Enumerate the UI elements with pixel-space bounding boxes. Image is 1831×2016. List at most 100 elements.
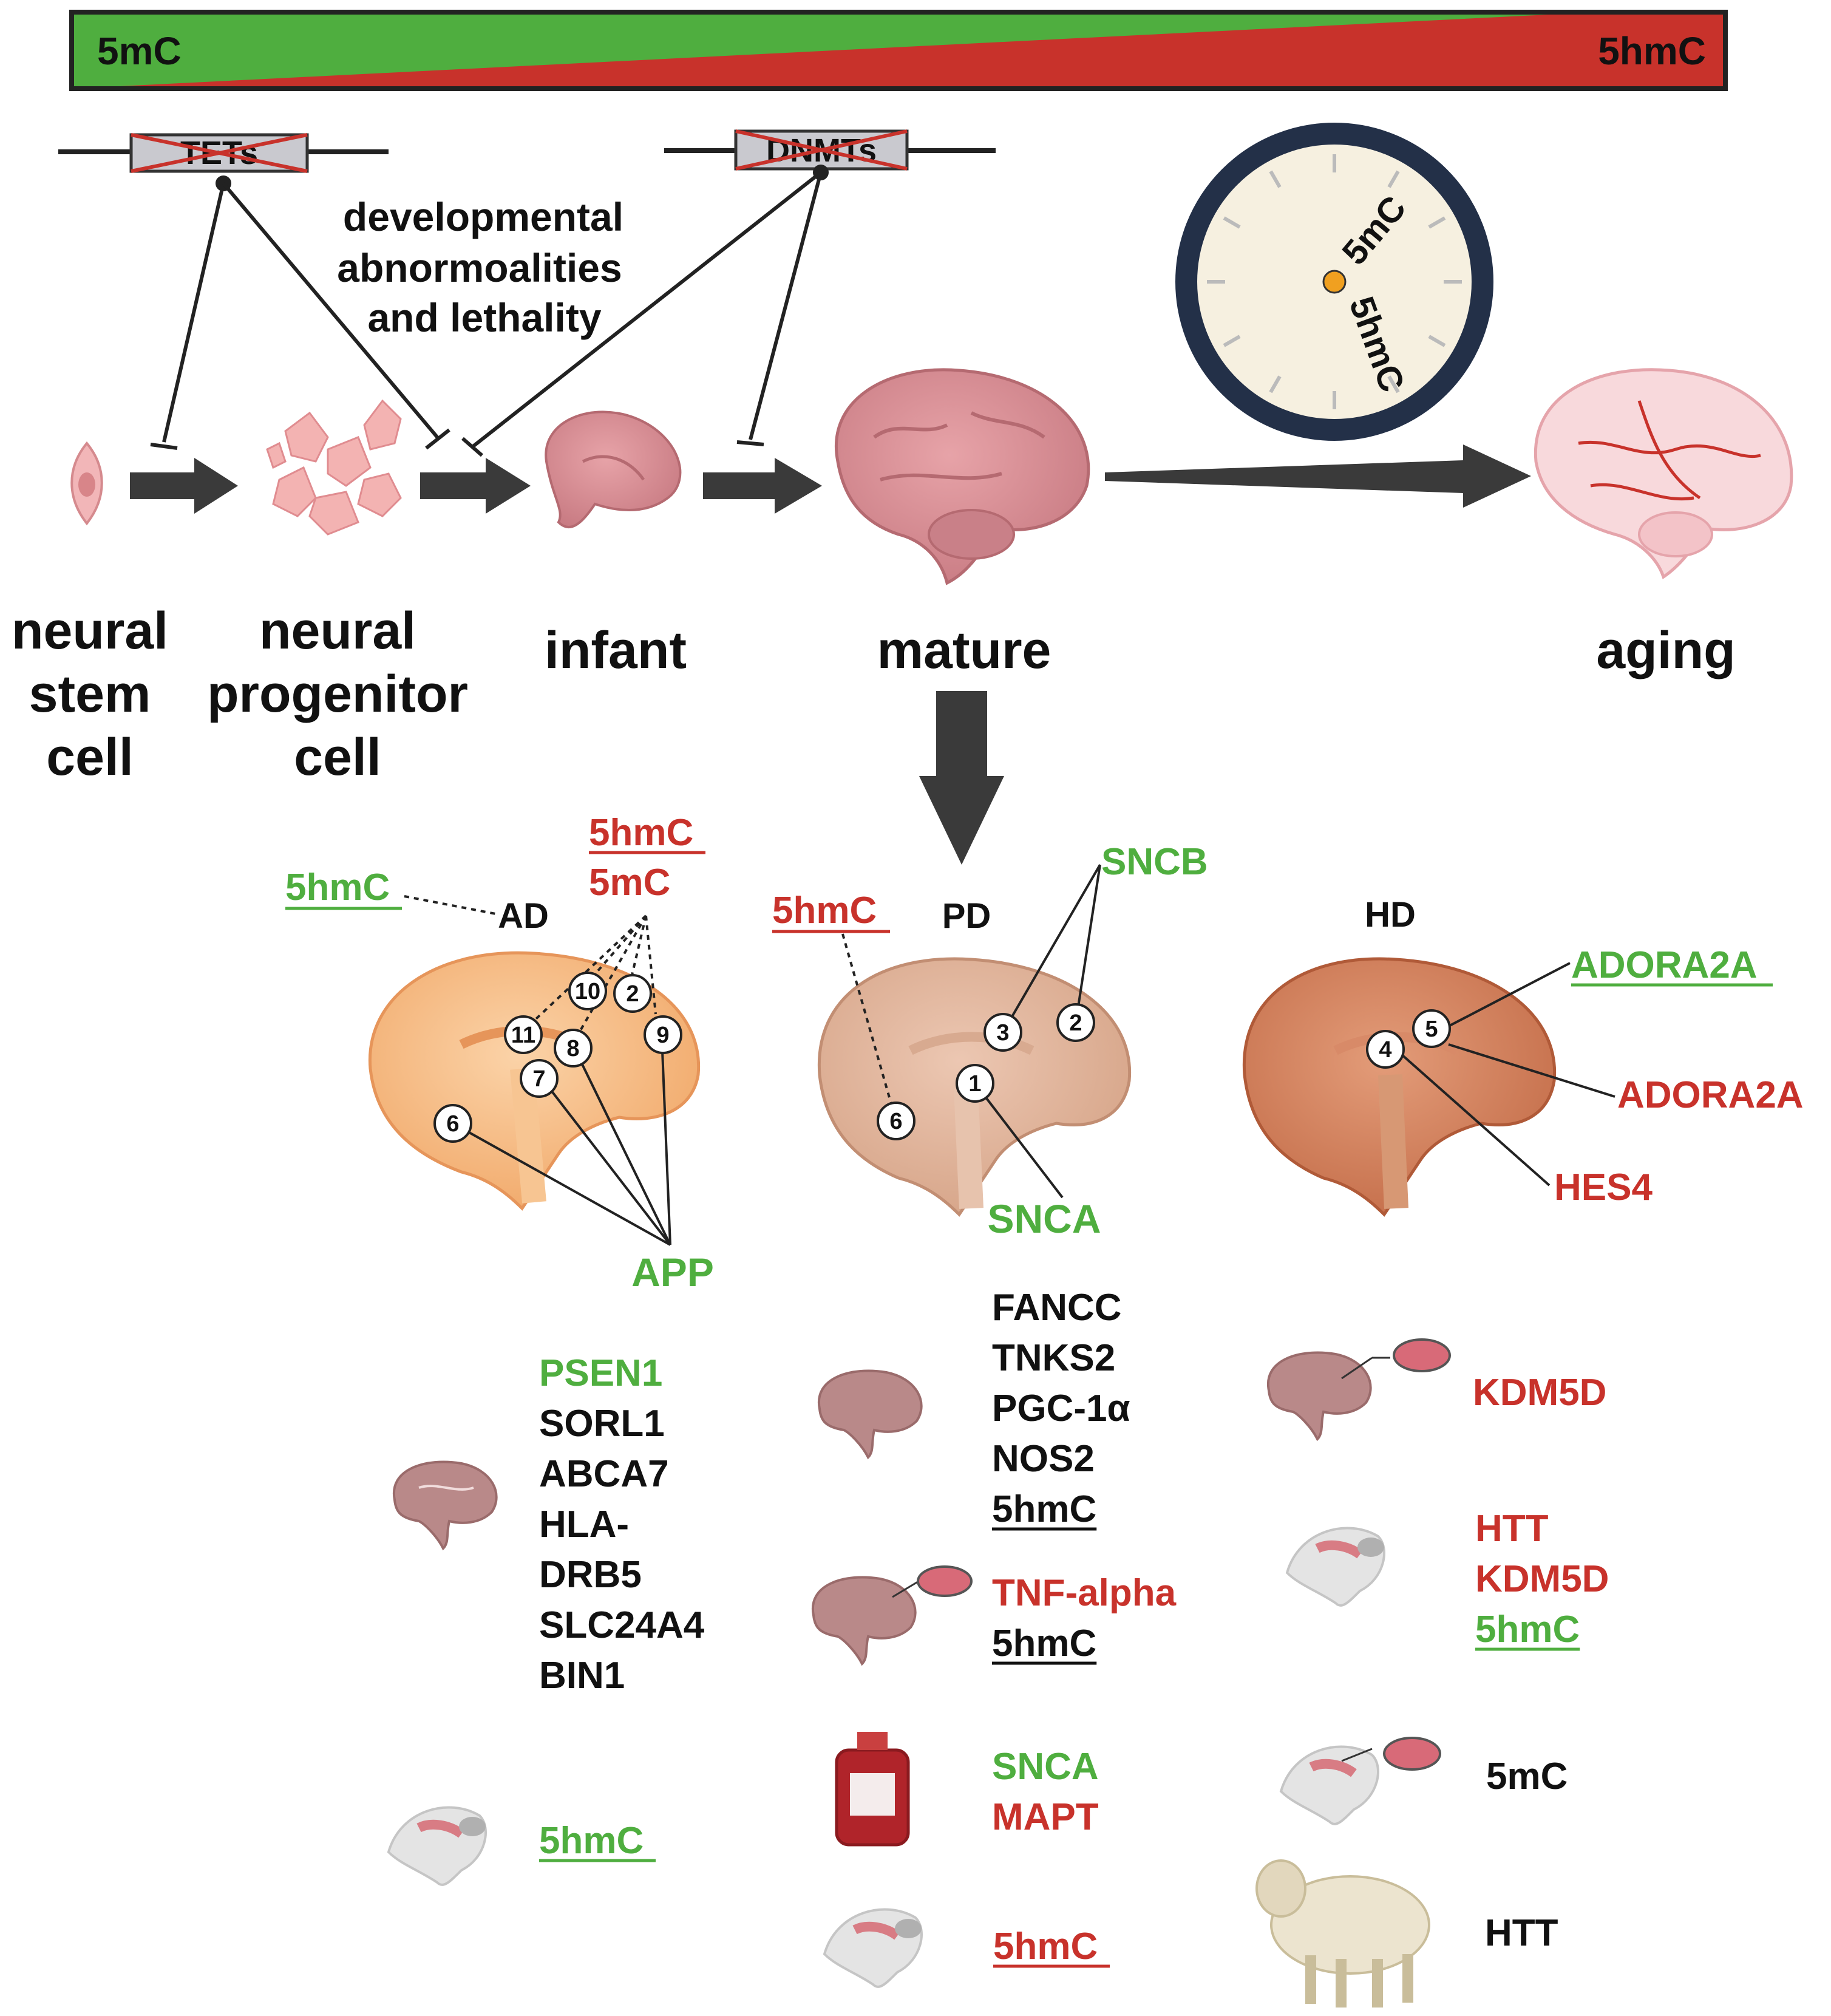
hd-cells-gene: KDM5D	[1473, 1372, 1606, 1414]
gene-label: HTT	[1475, 1508, 1549, 1550]
clock-tick	[1387, 375, 1400, 393]
hd-brain-cells-icon	[1266, 1338, 1451, 1442]
pd-sncb-label: SNCB	[1101, 841, 1208, 883]
pd-snca-label: SNCA	[987, 1196, 1101, 1241]
region-node	[520, 1059, 559, 1098]
arrow-mature-to-aging	[1105, 444, 1531, 508]
methylation-clock: 5mC 5hmC	[1175, 123, 1493, 441]
hd-mouse-cells-5mc: 5mC	[1486, 1755, 1568, 1797]
pd-title: PD	[942, 896, 991, 936]
pd-brain-cells-icon	[811, 1565, 973, 1666]
gene-label: SORL1	[539, 1403, 665, 1445]
developmental-note: developmental abnormoalities and lethali…	[337, 194, 623, 340]
region-node	[644, 1015, 682, 1054]
region-node	[983, 1013, 1022, 1052]
methylation-gradient-bar: 5mC 5hmC	[69, 10, 1728, 91]
region-node	[568, 972, 607, 1010]
bar-border	[69, 10, 1728, 91]
hd-adora2a-green: ADORA2A	[1571, 944, 1758, 986]
region-number: 10	[575, 979, 600, 1004]
stage-label-stem-3: cell	[46, 728, 133, 786]
ad-app-label: APP	[631, 1250, 714, 1295]
gene-label: DRB5	[539, 1554, 642, 1596]
gene-label: ABCA7	[539, 1453, 669, 1495]
hd-sheep-htt: HTT	[1485, 1912, 1558, 1954]
bar-left-label: 5mC	[97, 29, 182, 73]
stage-label-aging: aging	[1596, 621, 1735, 679]
gene-label: 5hmC	[992, 1623, 1096, 1664]
region-node	[1412, 1009, 1451, 1048]
gene-label: HLA-	[539, 1503, 629, 1545]
ad-5hmc-red: 5hmC	[589, 812, 693, 854]
region-number: 11	[511, 1023, 535, 1048]
gene-label: PSEN1	[539, 1352, 662, 1394]
region-node	[613, 974, 652, 1013]
region-number: 6	[889, 1109, 902, 1134]
gene-label: TNF-alpha	[992, 1572, 1177, 1614]
stage-labels: neural stem cell neural progenitor cell …	[12, 602, 1736, 786]
region-number: 9	[656, 1023, 669, 1048]
ad-mouse-5hmc: 5hmC	[539, 1820, 644, 1862]
gene-label: TNKS2	[992, 1337, 1115, 1379]
gene-label: SLC24A4	[539, 1604, 705, 1646]
ad-human-brain-icon	[392, 1460, 498, 1551]
region-node	[554, 1029, 593, 1068]
region-node	[956, 1064, 994, 1103]
clock-tick	[1269, 375, 1282, 393]
gene-label: KDM5D	[1475, 1558, 1609, 1600]
arrow-progenitor-to-infant	[420, 458, 531, 514]
stage-label-progenitor-1: neural	[259, 602, 416, 660]
pd-blood-bag-icon	[835, 1732, 910, 1847]
stage-progenitor-cells-icon	[266, 399, 402, 536]
hd-hes4: HES4	[1554, 1166, 1653, 1208]
stage-label-progenitor-2: progenitor	[207, 665, 468, 723]
bar-right-label: 5hmC	[1598, 29, 1706, 73]
pd-mouse-icon	[823, 1908, 923, 1988]
clock-tick	[1387, 170, 1400, 188]
stage-label-progenitor-3: cell	[294, 728, 381, 786]
ad-5hmc-green: 5hmC	[285, 867, 390, 908]
stage-label-infant: infant	[545, 621, 687, 679]
clock-tick	[1428, 335, 1446, 347]
region-number: 8	[566, 1036, 579, 1061]
gene-label: NOS2	[992, 1438, 1095, 1480]
region-node	[877, 1102, 916, 1140]
gene-label: BIN1	[539, 1655, 625, 1697]
hd-mouse-cells-icon	[1279, 1737, 1441, 1825]
clock-tick	[1223, 335, 1241, 347]
region-number: 1	[968, 1071, 981, 1097]
region-node	[1366, 1030, 1405, 1069]
pd-human-brain-icon	[817, 1369, 923, 1460]
region-number: 5	[1425, 1017, 1438, 1042]
hd-panel: HD ADORA2A ADORA2A HES4 54 KDM5D HTTKDM5…	[1242, 895, 1804, 2007]
hd-adora2a-red: ADORA2A	[1617, 1074, 1804, 1116]
region-number: 3	[996, 1020, 1009, 1046]
hd-sheep-icon	[1255, 1859, 1430, 2007]
arrow-infant-to-mature	[703, 458, 822, 514]
dnmts-gene: DNMTs	[664, 129, 996, 171]
clock-tick	[1269, 170, 1282, 188]
clock-tick	[1428, 216, 1446, 229]
ad-5mc-red: 5mC	[589, 862, 670, 904]
tets-gene: TETs	[58, 133, 389, 173]
stage-aging-brain-icon	[1534, 368, 1793, 579]
stage-label-stem-2: stem	[29, 665, 151, 723]
region-node	[433, 1104, 472, 1143]
arrow-mature-to-diseases	[919, 691, 1004, 865]
region-number: 2	[1069, 1010, 1082, 1036]
region-node	[504, 1015, 543, 1054]
pd-5hmc-red: 5hmC	[772, 890, 877, 931]
region-number: 4	[1379, 1037, 1391, 1063]
inhibition-lines	[150, 165, 829, 457]
note-line-3: and lethality	[367, 295, 601, 340]
arrow-stem-to-progenitor	[130, 458, 238, 514]
stage-label-stem-1: neural	[12, 602, 168, 660]
note-line-2: abnormoalities	[337, 245, 622, 290]
region-node	[1056, 1003, 1095, 1042]
note-line-1: developmental	[343, 194, 623, 239]
gene-label: FANCC	[992, 1287, 1122, 1329]
pd-mouse-5hmc: 5hmC	[993, 1926, 1098, 1967]
gene-label: 5hmC	[1475, 1609, 1580, 1650]
gene-label: PGC-1α	[992, 1388, 1130, 1429]
hd-mouse-icon	[1285, 1527, 1385, 1607]
